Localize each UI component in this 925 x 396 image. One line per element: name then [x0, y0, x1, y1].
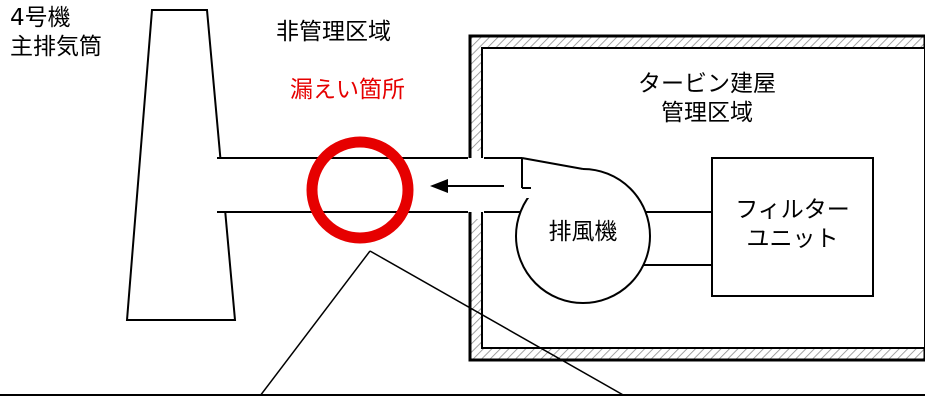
- exhaust-fan-label: 排風機: [548, 219, 618, 245]
- exhaust-stack: [125, 9, 237, 321]
- filter-unit-label-line2: ユニット: [746, 225, 839, 252]
- turbine-building-title: タービン建屋: [638, 71, 776, 97]
- fan-filter-connection: [640, 211, 712, 266]
- filter-unit: [711, 157, 874, 297]
- arrow-left-icon: [430, 179, 504, 193]
- filter-unit-label: フィルター ユニット: [712, 196, 873, 254]
- non-controlled-area-label: 非管理区域: [276, 19, 391, 45]
- filter-unit-label-line1: フィルター: [735, 197, 850, 223]
- callout-lines: [259, 250, 626, 396]
- leak-marker: [306, 136, 414, 244]
- exhaust-fan: [515, 157, 651, 304]
- leak-location-label: 漏えい箇所: [290, 77, 405, 103]
- stack-label-line1: 4号機: [10, 5, 71, 31]
- stack-label-line2: 主排気筒: [10, 33, 102, 60]
- controlled-area-label: 管理区域: [661, 99, 753, 126]
- stack-label: 4号機 主排気筒: [10, 4, 102, 62]
- turbine-building-label: タービン建屋 管理区域: [602, 70, 812, 128]
